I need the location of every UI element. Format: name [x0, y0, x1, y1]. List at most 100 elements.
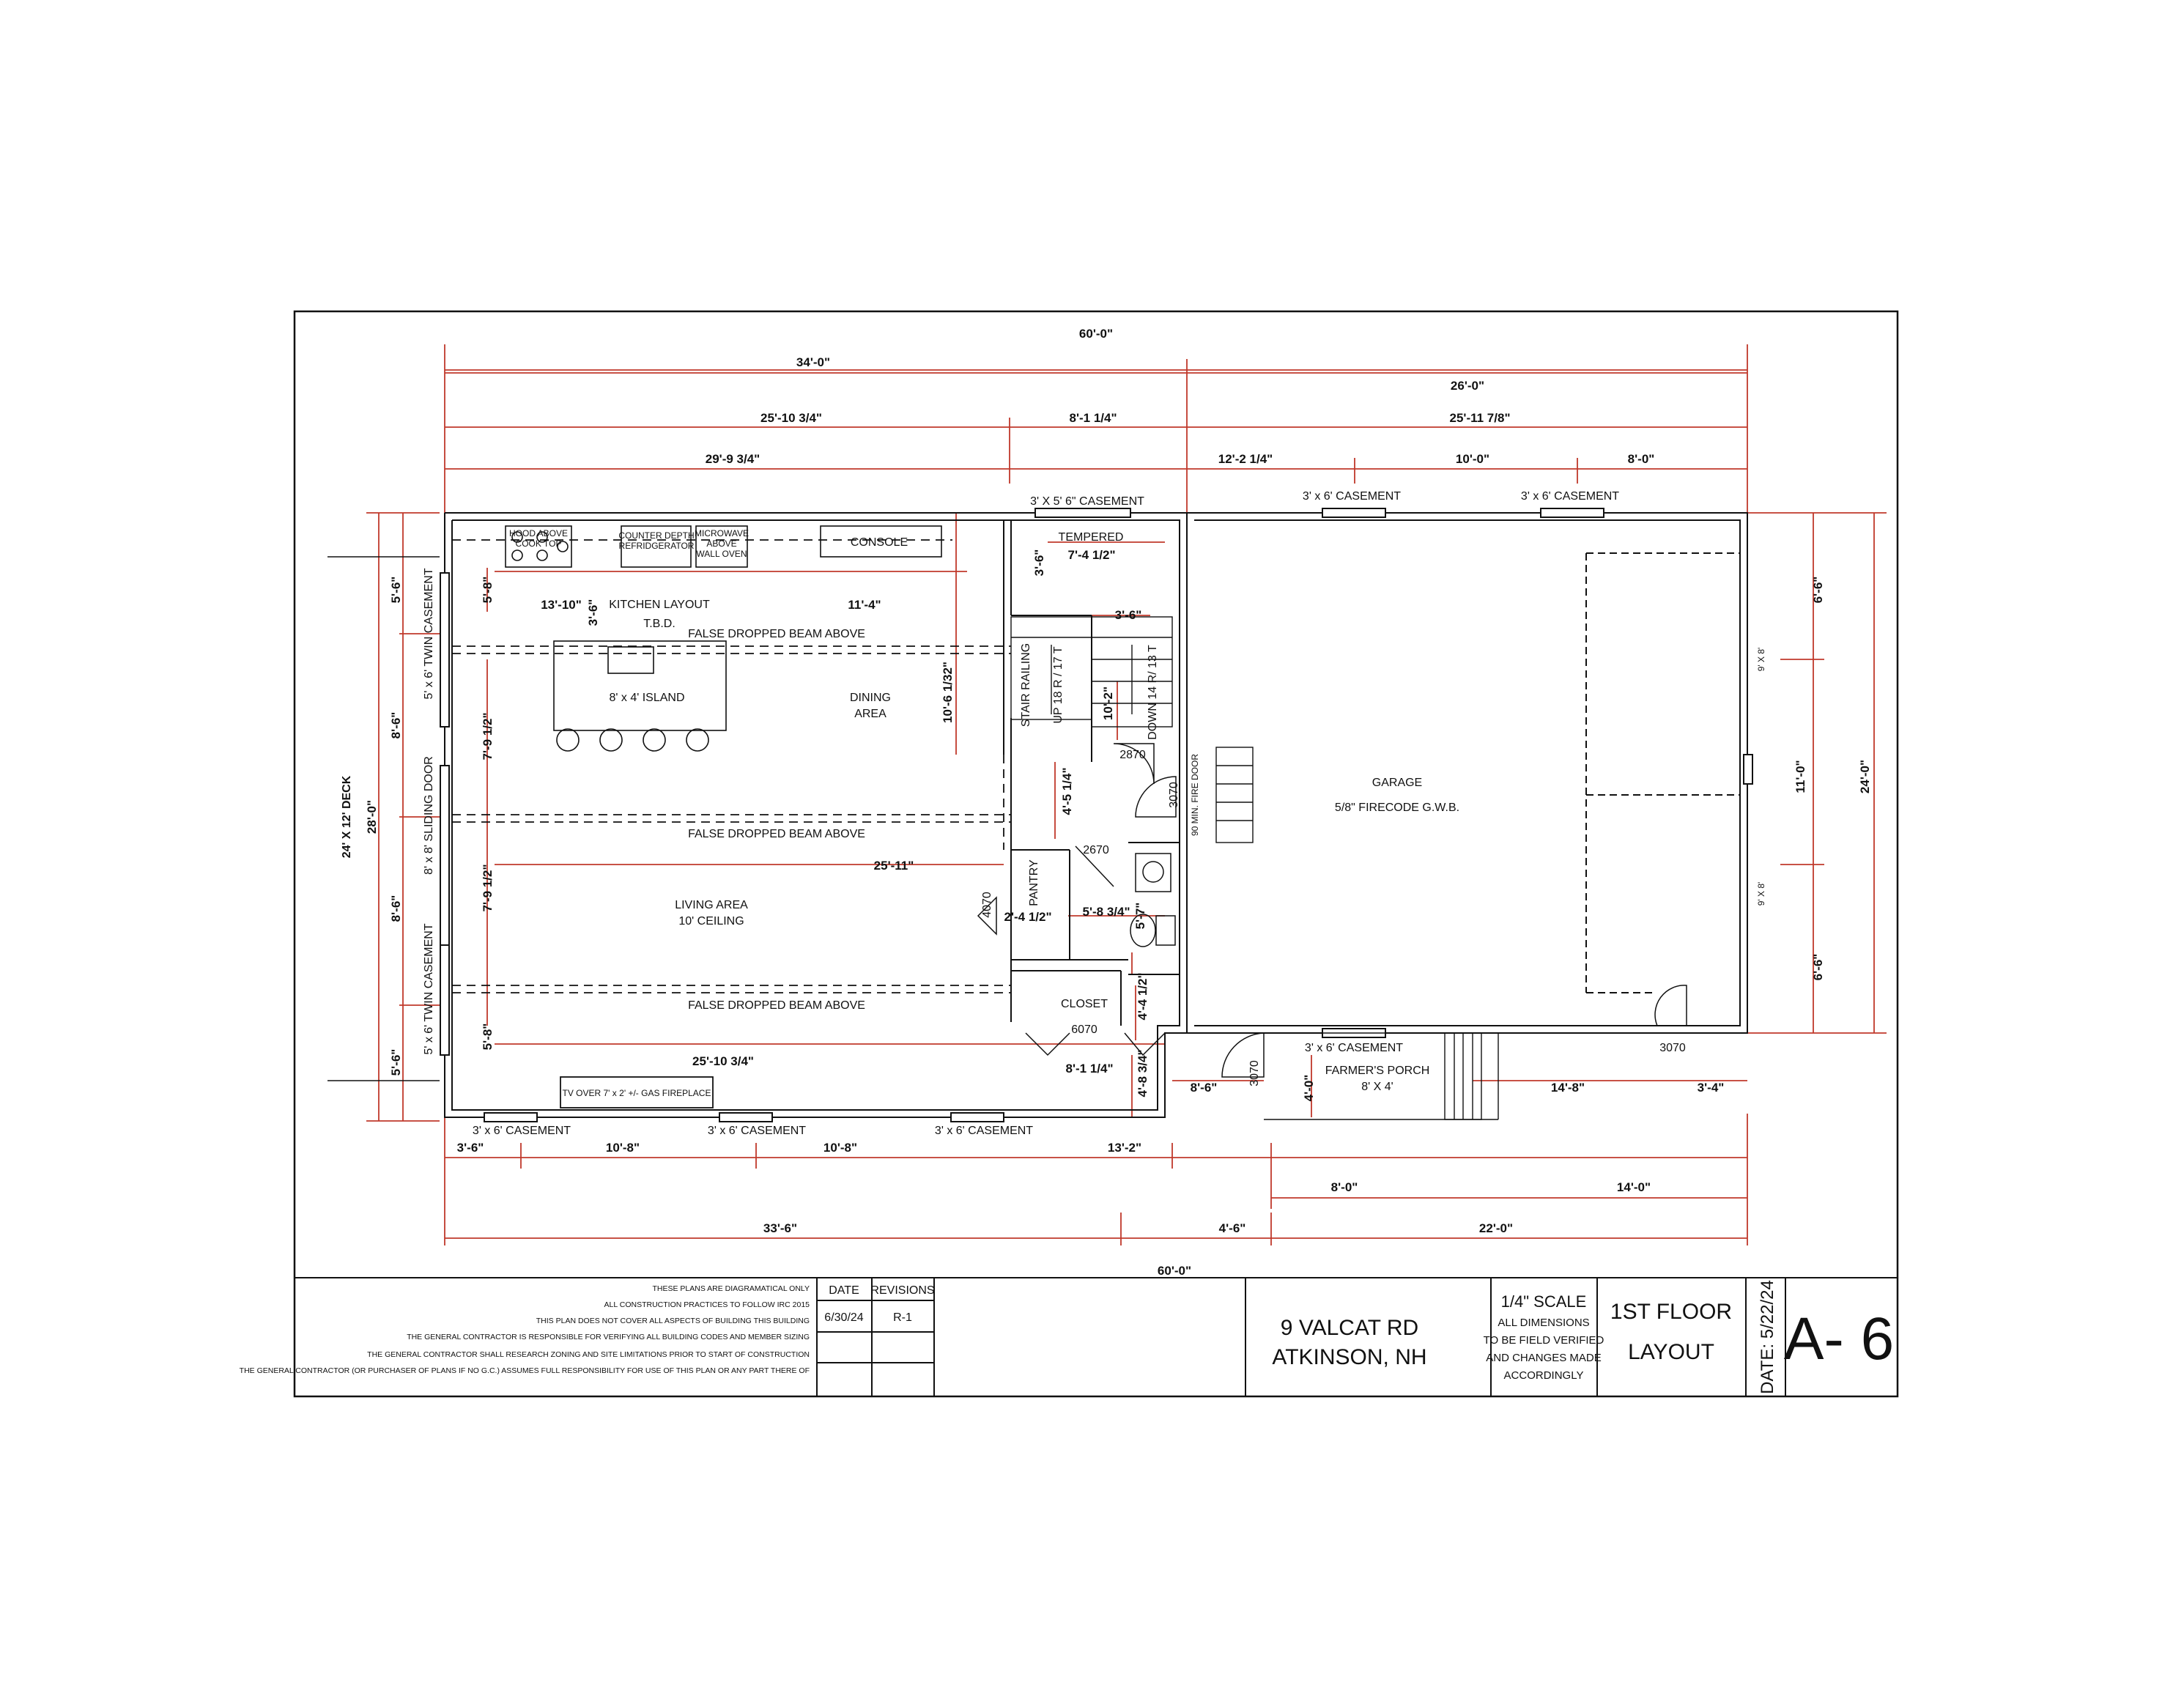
scale-line-2: ALL DIMENSIONS [1498, 1317, 1589, 1329]
dim-r3-d: 8'-0" [1628, 452, 1655, 466]
label-beam-2: FALSE DROPPED BEAM ABOVE [688, 828, 865, 840]
label-porch-2: 8' X 4' [1361, 1081, 1393, 1093]
address-line-1: 9 VALCAT RD [1281, 1316, 1418, 1340]
note-3: THIS PLAN DOES NOT COVER ALL ASPECTS OF … [536, 1317, 810, 1325]
dropped-beams [452, 539, 1011, 993]
label-kitchen-2: T.B.D. [643, 618, 675, 630]
scale-line-3: TO BE FIELD VERIFIED [1484, 1334, 1604, 1347]
dim-porch-w: 14'-8" [1551, 1081, 1585, 1095]
sheet-title-2: LAYOUT [1628, 1340, 1714, 1364]
label-door-3070c: 3070 [1659, 1042, 1686, 1054]
sheet-date: DATE: 5/22/24 [1758, 1280, 1777, 1394]
label-cooktop: COOK TOP [516, 538, 562, 549]
dim-dining-h: 10'-6 1/32" [941, 662, 955, 723]
windows [440, 508, 1753, 1122]
dim-b3-c: 22'-0" [1479, 1221, 1513, 1235]
window-left-lower: 5' x 6' TWIN CASEMENT [423, 923, 435, 1054]
dim-kitchen-w2: 11'-4" [848, 598, 881, 612]
room-labels: HOOD ABOVE COOK TOP COUNTER DEPTH REFRID… [509, 528, 1766, 1098]
label-dining-1: DINING [850, 692, 891, 704]
scale-line-1: 1/4" SCALE [1501, 1292, 1587, 1311]
dim-left-1: 5'-6" [389, 577, 403, 604]
address-line-2: ATKINSON, NH [1272, 1345, 1426, 1369]
dim-closet-v: 4'-4 1/2" [1136, 972, 1150, 1020]
dim-overall-top: 60'-0" [1079, 327, 1113, 341]
window-left-sliding: 8' x 8' SLIDING DOOR [423, 756, 435, 875]
bottom-dimension-text: 3'-6" 10'-8" 10'-8" 13'-2" 8'-0" 14'-0" … [457, 1141, 1651, 1278]
label-beam-1: FALSE DROPPED BEAM ABOVE [688, 628, 865, 640]
dim-porch-v: 4'-0" [1302, 1075, 1316, 1102]
date-header: DATE [829, 1284, 859, 1297]
window-bottom-2: 3' x 6' CASEMENT [708, 1125, 806, 1137]
dim-34: 34'-0" [796, 355, 830, 369]
label-pantry: PANTRY [1028, 859, 1040, 906]
dim-left-4: 5'-6" [389, 1049, 403, 1076]
top-dimension-text: 60'-0" 34'-0" 26'-0" 25'-10 3/4" 8'-1 1/… [706, 327, 1655, 466]
right-dimension-text: 6'-6" 11'-0" 6'-6" 24'-0" [1794, 577, 1872, 981]
window-bottom-3: 3' x 6' CASEMENT [935, 1125, 1033, 1137]
dim-r3-a: 29'-9 3/4" [706, 452, 760, 466]
dim-r2-a: 25'-10 3/4" [760, 411, 822, 425]
label-living-1: LIVING AREA [675, 899, 748, 911]
dim-porch-l: 8'-6" [1191, 1081, 1218, 1095]
window-top-garage-2: 3' x 6' CASEMENT [1521, 490, 1619, 503]
dim-b3-b: 4'-6" [1219, 1221, 1246, 1235]
scale-line-4: AND CHANGES MADE [1486, 1352, 1602, 1364]
dim-stair-top: 3'-6" [1032, 549, 1046, 577]
label-garage-door-2: 9' X 8' [1756, 882, 1766, 906]
revisions-header: REVISIONS [870, 1284, 934, 1297]
dim-left-3: 8'-6" [389, 895, 403, 922]
label-garage-door-1: 9' X 8' [1756, 648, 1766, 672]
label-garage-2: 5/8" FIRECODE G.W.B. [1335, 802, 1459, 814]
dim-bath-w: 5'-8 3/4" [1082, 905, 1130, 919]
label-fireplace: TV OVER 7' x 2' +/- GAS FIREPLACE [563, 1088, 711, 1098]
dim-b2-a: 8'-0" [1331, 1180, 1358, 1194]
note-2: ALL CONSTRUCTION PRACTICES TO FOLLOW IRC… [604, 1300, 810, 1309]
dim-stair-mid: 10'-2" [1101, 686, 1115, 720]
window-garage-bottom: 3' x 6' CASEMENT [1305, 1042, 1403, 1054]
window-top-garage-1: 3' x 6' CASEMENT [1303, 490, 1401, 503]
label-hood: HOOD ABOVE [509, 528, 568, 538]
note-4: THE GENERAL CONTRACTOR IS RESPONSIBLE FO… [407, 1333, 810, 1341]
dim-r3-c: 10'-0" [1456, 452, 1489, 466]
label-fire-door: 90 MIN. FIRE DOOR [1190, 754, 1200, 836]
label-fridge-2: REFRIDGERATOR [619, 541, 695, 551]
label-living-2: 10' CEILING [678, 915, 744, 928]
scale-line-5: ACCORDINGLY [1504, 1369, 1584, 1382]
dim-kitchen-w: 13'-10" [541, 598, 582, 612]
dim-tempered-w: 7'-4 1/2" [1067, 548, 1115, 562]
title-revisions: DATE REVISIONS 6/30/24 R-1 [824, 1284, 934, 1324]
window-bottom-1: 3' x 6' CASEMENT [473, 1125, 571, 1137]
dim-right-2: 11'-0" [1794, 760, 1807, 793]
fireplace-box [560, 1076, 714, 1108]
sheet-border [293, 310, 1899, 1398]
label-door-4070: 4070 [981, 892, 993, 918]
sheet-title-1: 1ST FLOOR [1610, 1300, 1732, 1324]
label-garage-1: GARAGE [1372, 777, 1422, 789]
label-door-3070a: 3070 [1168, 782, 1180, 808]
label-kitchen-1: KITCHEN LAYOUT [609, 599, 710, 611]
deck-label: 24' X 12' DECK [341, 775, 353, 858]
dim-b2-b: 14'-0" [1617, 1180, 1651, 1194]
title-notes: THESE PLANS ARE DIAGRAMATICAL ONLY ALL C… [240, 1284, 810, 1375]
dim-right-1: 6'-6" [1811, 577, 1825, 604]
label-door-3070b: 3070 [1248, 1060, 1261, 1087]
dim-living-upper: 7'-9 1/2" [481, 712, 495, 760]
door-swings [977, 743, 1687, 1078]
dim-left-2: 8'-6" [389, 712, 403, 739]
dim-b1-b: 10'-8" [606, 1141, 640, 1155]
label-stair-down: DOWN 14 R/ 13 T [1147, 645, 1159, 740]
label-console: CONSOLE [851, 536, 908, 549]
label-micro-1: MICROWAVE [695, 528, 749, 538]
left-dimension-text: 5'-6" 8'-6" 8'-6" 5'-6" 28'-0" 24' X 12'… [341, 577, 403, 1076]
interior-dimension-text: 5'-8" 13'-10" 3'-6" 11'-4" 10'-6 1/32" 7… [481, 548, 1724, 1101]
dim-left-overall: 28'-0" [365, 800, 379, 834]
label-beam-3: FALSE DROPPED BEAM ABOVE [688, 999, 865, 1012]
window-left-upper: 5' x 6' TWIN CASEMENT [423, 568, 435, 699]
dim-stair-left: 3'-6" [1115, 608, 1142, 622]
date-value: 6/30/24 [824, 1311, 863, 1324]
dim-b1-d: 13'-2" [1108, 1141, 1141, 1155]
dim-entry-v: 4'-8 3/4" [1136, 1049, 1150, 1097]
dim-b1-c: 10'-8" [823, 1141, 857, 1155]
